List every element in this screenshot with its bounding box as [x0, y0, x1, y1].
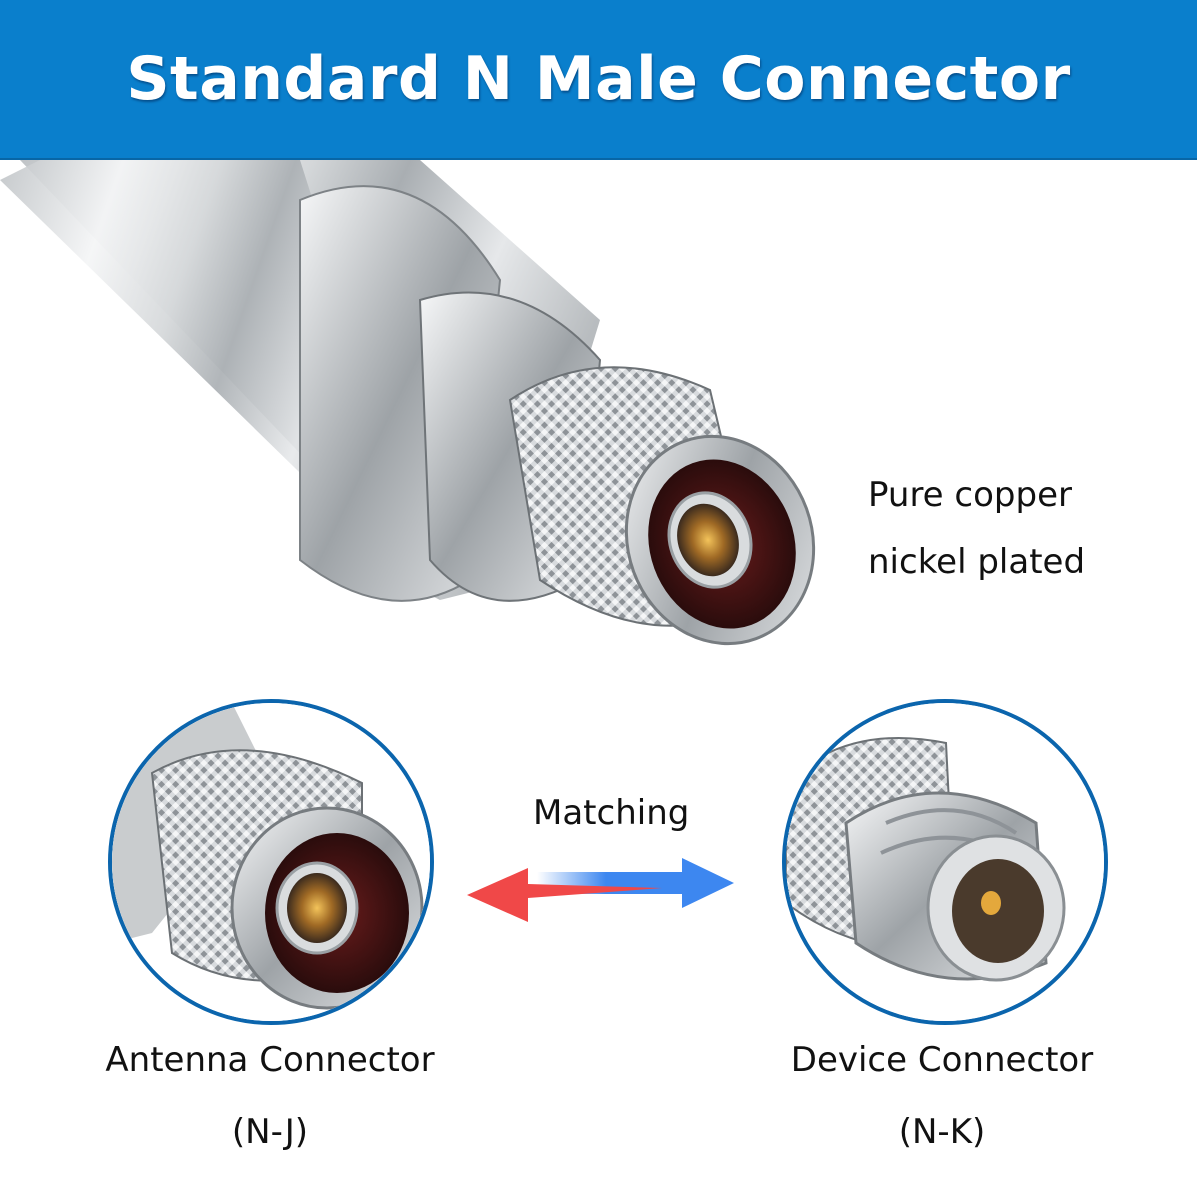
n-male-closeup-illustration — [112, 703, 430, 1021]
matching-arrows — [462, 850, 742, 930]
device-connector-caption: Device Connector (N-K) — [742, 1024, 1142, 1168]
device-connector-closeup — [782, 699, 1108, 1025]
antenna-connector-closeup — [108, 699, 434, 1025]
title-banner: Standard N Male Connector — [0, 0, 1197, 160]
page-title: Standard N Male Connector — [126, 44, 1071, 114]
antenna-connector-code: (N-J) — [231, 1112, 309, 1152]
material-feature-text: Pure copper nickel plated — [868, 462, 1085, 596]
n-male-connector-illustration — [0, 160, 816, 646]
double-arrow-icon — [467, 858, 734, 922]
device-connector-code: (N-K) — [898, 1112, 986, 1152]
feature-line-2: nickel plated — [868, 542, 1086, 582]
antenna-connector-caption: Antenna Connector (N-J) — [70, 1024, 470, 1168]
feature-line-1: Pure copper — [868, 475, 1072, 515]
device-connector-title: Device Connector — [790, 1040, 1094, 1080]
antenna-connector-title: Antenna Connector — [105, 1040, 435, 1080]
matching-label: Matching — [533, 793, 690, 833]
hero-connector-image — [0, 160, 860, 680]
n-female-closeup-illustration — [786, 703, 1104, 1021]
